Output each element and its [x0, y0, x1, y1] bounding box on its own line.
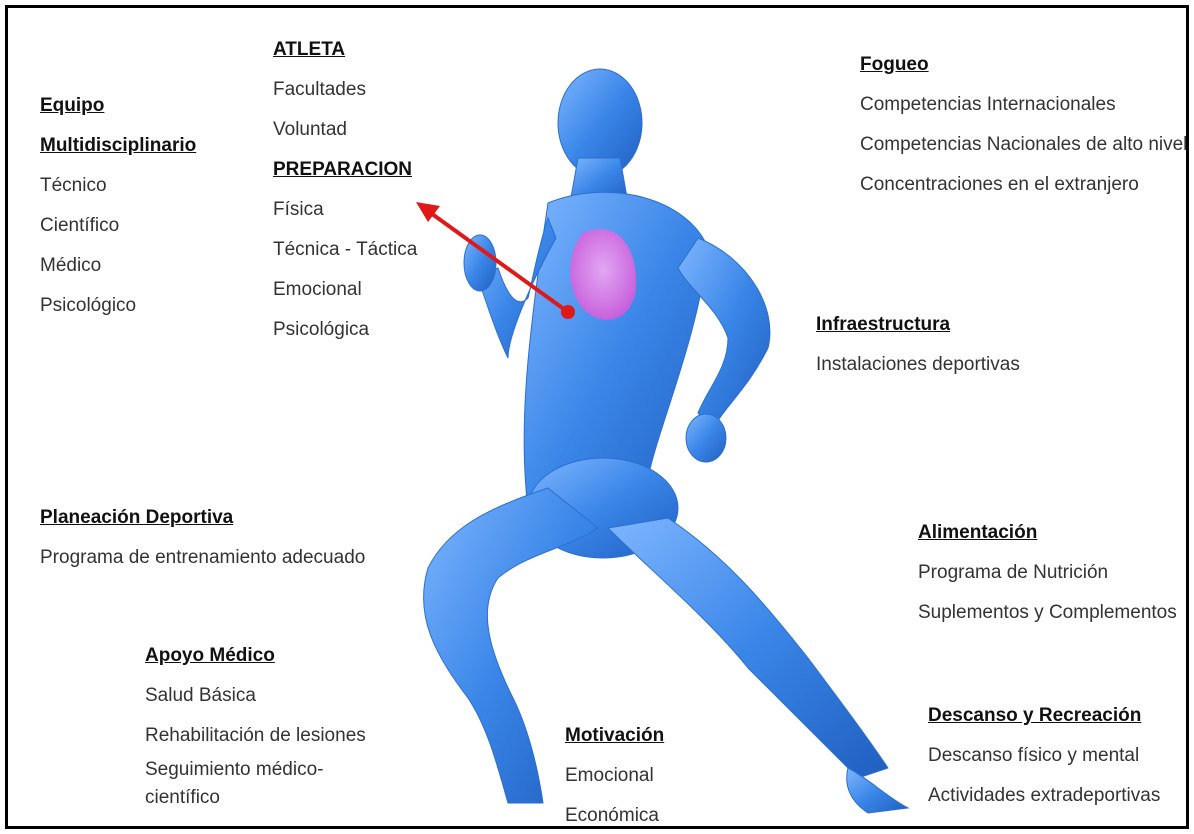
descanso-title: Descanso y Recreación	[928, 696, 1160, 736]
alimentacion-item: Programa de Nutrición	[918, 553, 1177, 593]
motivacion-item: Emocional	[565, 756, 664, 796]
equipo-item: Médico	[40, 246, 196, 286]
fogueo-block: Fogueo Competencias Internacionales Comp…	[860, 45, 1187, 205]
diagram-frame: Equipo Multidisciplinario Técnico Cientí…	[5, 5, 1189, 829]
fogueo-item: Concentraciones en el extranjero	[860, 165, 1187, 205]
infraestructura-block: Infraestructura Instalaciones deportivas	[816, 305, 1020, 385]
atleta-title: ATLETA	[273, 30, 417, 70]
runner-foot	[847, 768, 908, 813]
equipo-item: Técnico	[40, 166, 196, 206]
alimentacion-title: Alimentación	[918, 513, 1177, 553]
runner-front-hand	[464, 235, 496, 291]
preparacion-title: PREPARACION	[273, 150, 417, 190]
planeacion-block: Planeación Deportiva Programa de entrena…	[40, 498, 365, 578]
planeacion-item: Programa de entrenamiento adecuado	[40, 538, 365, 578]
infraestructura-title: Infraestructura	[816, 305, 1020, 345]
preparacion-item: Psicológica	[273, 310, 417, 350]
alimentacion-block: Alimentación Programa de Nutrición Suple…	[918, 513, 1177, 633]
infraestructura-item: Instalaciones deportivas	[816, 345, 1020, 385]
apoyo-block: Apoyo Médico Salud Básica Rehabilitación…	[145, 636, 375, 812]
fogueo-title: Fogueo	[860, 45, 1187, 85]
motivacion-title: Motivación	[565, 716, 664, 756]
apoyo-title: Apoyo Médico	[145, 636, 375, 676]
runner-back-arm	[678, 238, 770, 428]
equipo-title-line2: Multidisciplinario	[40, 126, 196, 166]
descanso-item: Actividades extradeportivas	[928, 776, 1160, 816]
apoyo-item: Salud Básica	[145, 676, 375, 716]
motivacion-item: Económica	[565, 796, 664, 829]
atleta-item: Facultades	[273, 70, 417, 110]
preparacion-item: Técnica - Táctica	[273, 230, 417, 270]
equipo-block: Equipo Multidisciplinario Técnico Cientí…	[40, 86, 196, 326]
apoyo-item: Seguimiento médico-científico	[145, 756, 335, 812]
preparacion-item: Emocional	[273, 270, 417, 310]
fogueo-item: Competencias Nacionales de alto nivel	[860, 125, 1187, 165]
runner-back-hand	[686, 414, 726, 462]
fogueo-item: Competencias Internacionales	[860, 85, 1187, 125]
equipo-item: Científico	[40, 206, 196, 246]
descanso-item: Descanso físico y mental	[928, 736, 1160, 776]
equipo-title-line1: Equipo	[40, 86, 196, 126]
apoyo-item: Rehabilitación de lesiones	[145, 716, 375, 756]
planeacion-title: Planeación Deportiva	[40, 498, 365, 538]
equipo-item: Psicológico	[40, 286, 196, 326]
preparacion-item: Física	[273, 190, 417, 230]
motivacion-block: Motivación Emocional Económica	[565, 716, 664, 829]
descanso-block: Descanso y Recreación Descanso físico y …	[928, 696, 1160, 816]
atleta-block: ATLETA Facultades Voluntad PREPARACION F…	[273, 30, 417, 350]
alimentacion-item: Suplementos y Complementos	[918, 593, 1177, 633]
atleta-item: Voluntad	[273, 110, 417, 150]
